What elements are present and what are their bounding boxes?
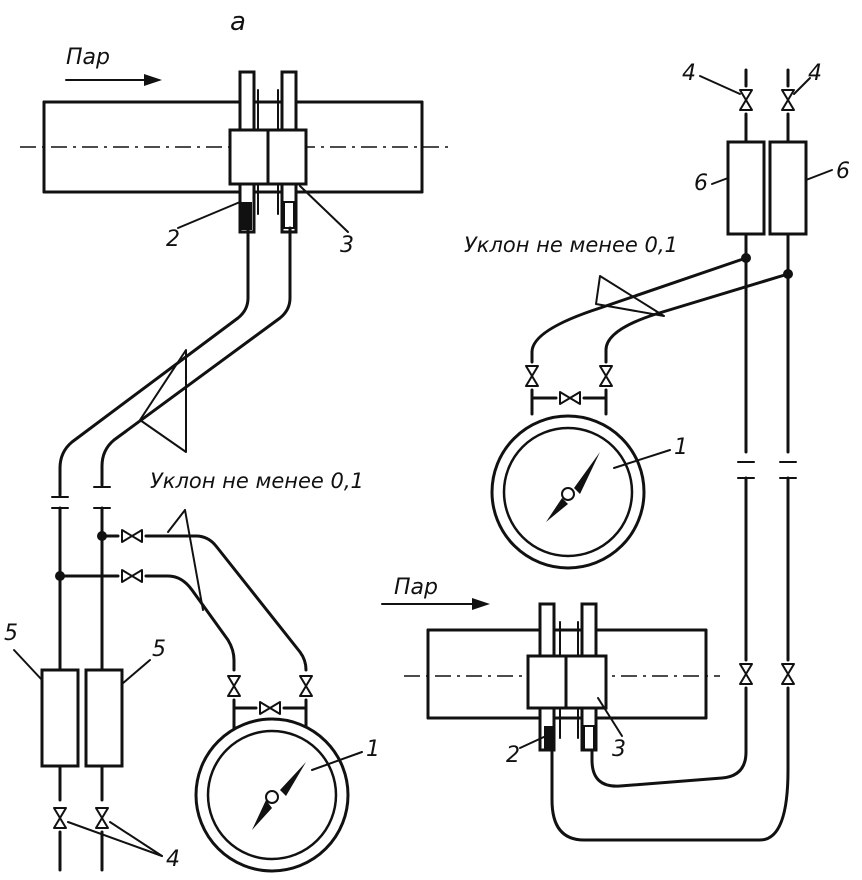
left-steam-pipe [20, 100, 450, 194]
right-chambers [711, 140, 833, 236]
right-callout-2-leader [519, 735, 547, 749]
left-steam-arrow [65, 74, 162, 86]
left-impulse-lines [51, 226, 292, 672]
left-callout-3: 3 [340, 233, 354, 258]
left-callout-5a: 5 [4, 621, 18, 646]
left-manometer [194, 717, 363, 873]
right-slope-note: Уклон не менее 0,1 [464, 233, 678, 257]
left-branch-lines [55, 529, 313, 732]
left-callout-2: 2 [166, 227, 180, 252]
figure-label: а [230, 7, 246, 37]
left-scheme [13, 70, 450, 873]
left-orifice-assembly [228, 70, 308, 234]
right-callout-6a: 6 [694, 171, 708, 196]
right-branch-lines [525, 256, 790, 416]
left-callout-3-leader [299, 185, 349, 233]
right-orifice-assembly [526, 602, 608, 752]
right-callout-4b: 4 [808, 61, 822, 86]
right-top-valves [699, 68, 811, 144]
right-callout-3: 3 [612, 737, 626, 762]
right-manometer [490, 414, 671, 570]
right-scheme [381, 68, 833, 842]
right-steam-label: Пар [394, 575, 438, 600]
right-callout-3-leader [597, 697, 623, 737]
left-slope-note: Уклон не менее 0,1 [150, 469, 364, 493]
left-callout-4: 4 [166, 847, 180, 872]
right-impulse-lines [550, 232, 797, 842]
left-slope-leaders [167, 509, 204, 611]
left-drain-valves [53, 807, 163, 872]
right-callout-6b: 6 [836, 159, 850, 184]
right-callout-2: 2 [506, 743, 520, 768]
right-callout-4a: 4 [682, 61, 696, 86]
left-callout-1: 1 [366, 737, 380, 762]
left-chambers [13, 649, 151, 802]
right-steam-arrow [381, 598, 490, 610]
right-callout-1: 1 [674, 435, 688, 460]
left-callout-2-leader [177, 201, 241, 229]
left-steam-label: Пар [66, 45, 110, 70]
left-callout-5b: 5 [152, 637, 166, 662]
